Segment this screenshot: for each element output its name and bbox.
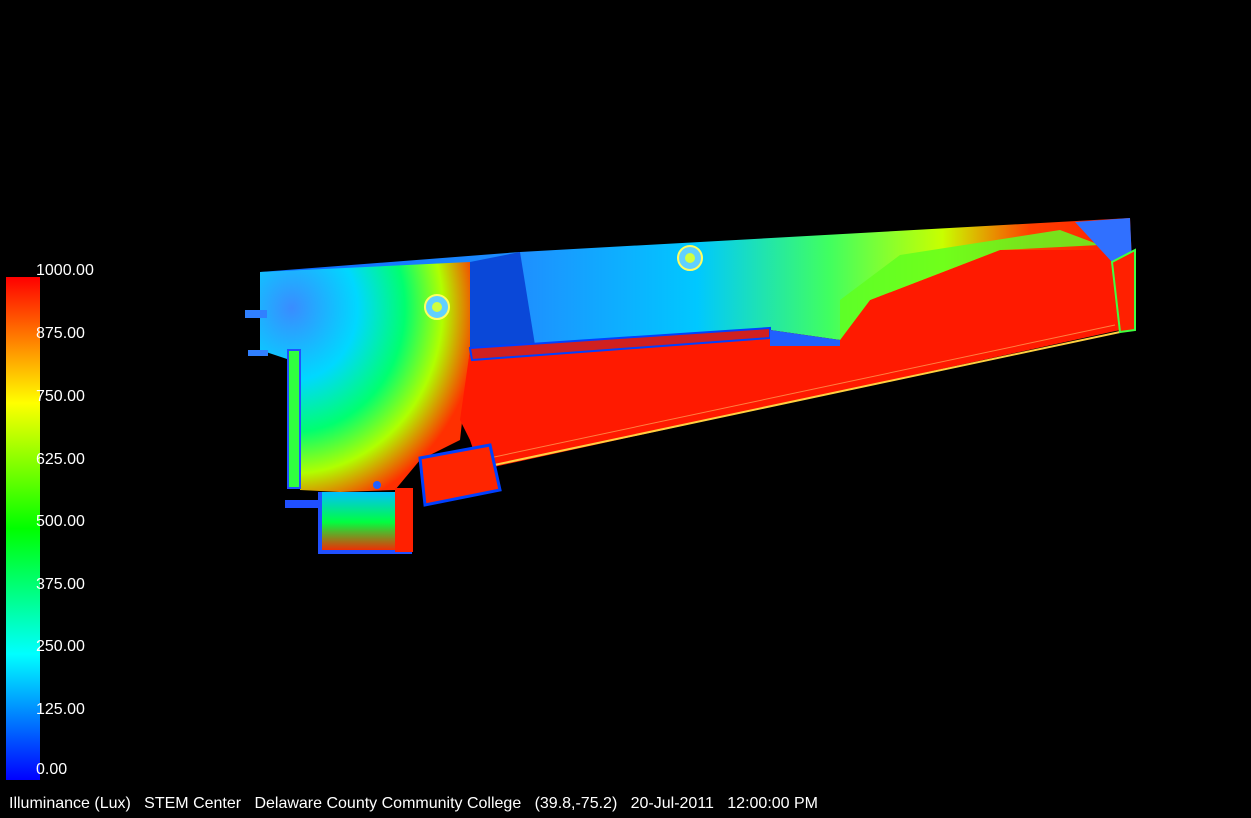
scale-tick: 250.00 bbox=[36, 638, 85, 655]
date: 20-Jul-2011 bbox=[630, 795, 714, 812]
floor-edge bbox=[479, 331, 1121, 469]
west-wall bbox=[287, 349, 301, 489]
floor-edge-inner bbox=[479, 324, 1116, 461]
vestibule bbox=[418, 443, 502, 507]
scale-tick: 1000.00 bbox=[36, 262, 94, 279]
west-wall-stub bbox=[245, 310, 267, 318]
scale-tick: 500.00 bbox=[36, 513, 85, 530]
high-illuminance-zone bbox=[460, 250, 1120, 470]
building-model bbox=[245, 218, 1136, 554]
east-end-glazing bbox=[1110, 248, 1136, 334]
skylight-west bbox=[424, 294, 450, 320]
shaded-wall bbox=[470, 252, 535, 350]
skylight-center bbox=[677, 245, 703, 271]
scale-tick: 750.00 bbox=[36, 388, 85, 405]
building-name: STEM Center bbox=[144, 795, 242, 812]
metric-label: Illuminance (Lux) bbox=[9, 795, 131, 812]
site-name: Delaware County Community College bbox=[254, 795, 522, 812]
column bbox=[373, 481, 381, 489]
time: 12:00:00 PM bbox=[727, 795, 819, 812]
green-transition-band bbox=[840, 230, 1100, 340]
illuminance-color-scale bbox=[6, 277, 40, 780]
status-bar: Illuminance (Lux) STEM Center Delaware C… bbox=[9, 795, 818, 813]
lobby-red-wall bbox=[395, 488, 413, 552]
scale-tick: 625.00 bbox=[36, 451, 85, 468]
scale-tick: 875.00 bbox=[36, 325, 85, 342]
scale-tick: 125.00 bbox=[36, 701, 85, 718]
scale-tick: 0.00 bbox=[36, 761, 68, 778]
corridor-wall-right bbox=[770, 330, 840, 346]
scale-tick: 375.00 bbox=[36, 576, 85, 593]
left-wing-floor bbox=[260, 262, 470, 492]
west-wall-stub-2 bbox=[248, 350, 268, 356]
west-wall-stub-3 bbox=[285, 500, 320, 508]
coordinates: (39.8,-75.2) bbox=[534, 795, 618, 812]
